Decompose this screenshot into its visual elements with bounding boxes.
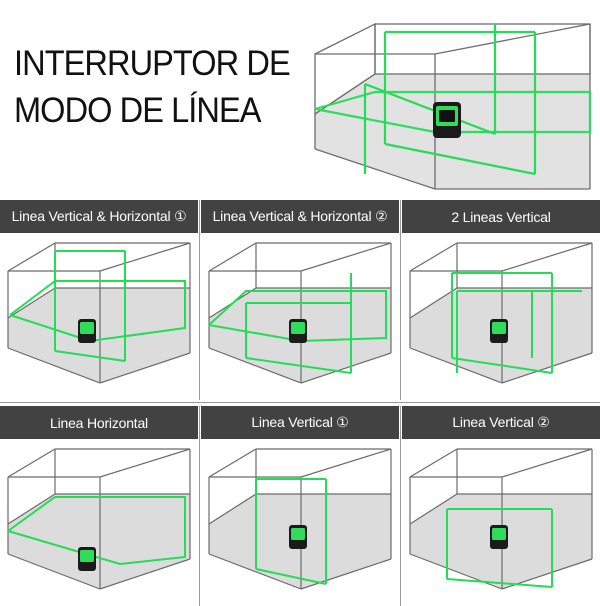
page-title: INTERRUPTOR DE MODO DE LÍNEA [14, 40, 291, 134]
room-edge [409, 553, 503, 590]
room-edge [300, 352, 392, 384]
room-edge [501, 448, 593, 478]
laser-line [451, 357, 553, 374]
room-edge [208, 242, 257, 272]
panel-divider [400, 200, 401, 400]
laser-device-window [492, 528, 506, 540]
mode-panel-5: Linea Vertical ① [201, 406, 399, 606]
mode-label: Linea Vertical ① [201, 406, 399, 439]
mode-illustration [7, 242, 191, 384]
room-edge [7, 242, 56, 272]
mode-label: Linea Horizontal [0, 406, 198, 439]
mode-illustration [409, 242, 593, 384]
hero-room-outline [314, 22, 591, 190]
room-edge [300, 448, 392, 478]
room-edge [99, 352, 191, 384]
room-edge [7, 553, 101, 590]
panel-divider [199, 200, 200, 400]
room-edge [7, 493, 56, 525]
room-edge [208, 493, 257, 525]
room-edge [99, 558, 191, 590]
mode-label: 2 Lineas Vertical [402, 200, 600, 233]
mode-panel-3: 2 Lineas Vertical [402, 200, 600, 400]
room-edge [409, 287, 458, 319]
room-edge [7, 347, 101, 384]
laser-line [446, 578, 553, 588]
panel-divider [199, 406, 200, 606]
room-edge [409, 242, 458, 272]
laser-line [54, 350, 126, 362]
mode-panel-2: Linea Vertical & Horizontal ② [201, 200, 399, 400]
laser-line [245, 357, 352, 374]
mode-illustration [409, 448, 593, 590]
laser-line [7, 496, 186, 566]
room-edge [99, 242, 191, 272]
mode-illustration [7, 448, 191, 590]
laser-device-window [492, 322, 506, 334]
laser-device-window [291, 322, 305, 334]
room-edge [208, 448, 257, 478]
title-line-1: INTERRUPTOR DE [14, 44, 291, 83]
laser-line [9, 280, 186, 343]
laser-device-window [80, 322, 94, 334]
panel-divider [400, 406, 401, 606]
title-line-2: MODO DE LÍNEA [14, 91, 261, 130]
laser-line [208, 290, 387, 343]
hero-all-lines-illustration [314, 22, 592, 190]
mode-panel-4: Linea Horizontal [0, 406, 198, 606]
room-floor [8, 288, 190, 383]
laser-device-window [291, 528, 305, 540]
mode-illustration [208, 242, 392, 384]
room-edge [409, 493, 458, 525]
mode-illustration [208, 448, 392, 590]
room-edge [7, 448, 56, 478]
room-edge [501, 242, 593, 272]
room-edge [99, 448, 191, 478]
room-edge [208, 347, 302, 384]
room-edge [409, 448, 458, 478]
laser-line [255, 568, 327, 585]
room-edge [300, 558, 392, 590]
room-edge [501, 352, 593, 384]
hero-laser-lines [314, 24, 592, 176]
room-edge [300, 242, 392, 272]
row-divider [0, 402, 600, 403]
mode-label: Linea Vertical & Horizontal ① [0, 200, 198, 233]
mode-panel-1: Linea Vertical & Horizontal ① [0, 200, 198, 400]
mode-panel-6: Linea Vertical ② [402, 406, 600, 606]
room-edge [208, 553, 302, 590]
mode-label: Linea Vertical & Horizontal ② [201, 200, 399, 233]
room-edge [7, 287, 56, 319]
room-floor [8, 494, 190, 589]
laser-device-window [80, 550, 94, 562]
mode-label: Linea Vertical ② [402, 406, 600, 439]
hero-laser-device [433, 102, 461, 138]
